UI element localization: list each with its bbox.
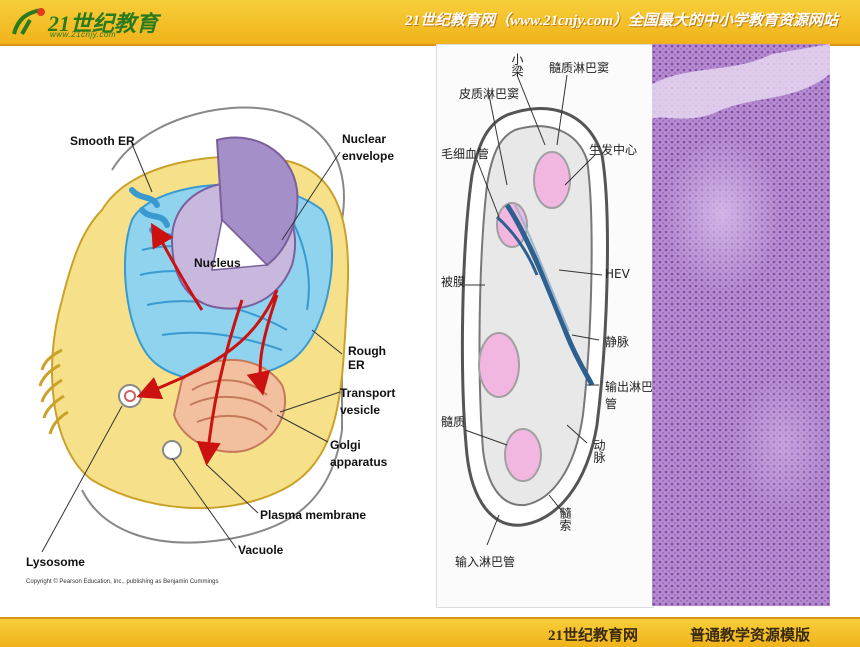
label-mao-xi-xue-guan: 毛细血管 — [441, 147, 490, 161]
label-plasma-membrane: Plasma membrane — [260, 508, 367, 522]
site-title: 21世纪教育网（www.21cnjy.com）全国最大的中小学教育资源网站 — [404, 13, 838, 29]
histology-micrograph — [652, 44, 832, 606]
label-transport-line1: Transport — [340, 386, 396, 400]
label-golgi-line2: apparatus — [330, 455, 388, 469]
label-sui-lin-ba-dou: 髓质淋巴窦 — [549, 61, 610, 75]
histology-image — [652, 44, 832, 606]
label-transport-line2: vesicle — [340, 403, 381, 417]
label-nuclear-envelope-line2: envelope — [342, 149, 395, 163]
label-nucleus: Nucleus — [194, 256, 241, 270]
label-shu-chu: 输出淋巴管 — [605, 380, 654, 411]
label-shu-ru: 输入淋巴管 — [455, 555, 516, 569]
label-sui-zhi: 髓质 — [441, 415, 466, 429]
lymph-node-diagram: 小梁 髓质淋巴窦 皮质淋巴窦 毛细血管 生发中心 被膜 HEV 静脉 输出淋巴管… — [436, 44, 654, 608]
label-pi-lin-ba-dou: 皮质淋巴窦 — [459, 87, 520, 101]
label-smooth-er: Smooth ER — [70, 134, 135, 148]
logo-url: www.21cnjy.com — [50, 30, 116, 39]
label-bei-mo: 被膜 — [441, 275, 466, 289]
label-jing-mai: 静脉 — [605, 335, 630, 349]
cell-illustration — [38, 106, 350, 553]
label-dong-mai: 动脉 — [592, 439, 606, 463]
cell-diagram: Smooth ER Nuclear envelope Nucleus Rough… — [22, 100, 402, 595]
site-logo[interactable]: 21世纪教育 www.21cnjy.com — [8, 4, 188, 40]
label-hev: HEV — [605, 267, 630, 281]
header-bar: 21世纪教育 www.21cnjy.com 21世纪教育网（www.21cnjy… — [0, 0, 860, 46]
label-xiaoliang: 小梁 — [510, 53, 524, 77]
label-sheng-fa-zhong-xin: 生发中心 — [589, 143, 638, 157]
footer-bar: 21世纪教育网 普通教学资源模版 — [0, 617, 860, 647]
label-rough-er: Rough ER — [348, 344, 386, 372]
lymph-node-illustration — [460, 74, 609, 546]
label-nuclear-envelope-line1: Nuclear — [342, 132, 387, 146]
label-vacuole: Vacuole — [238, 543, 284, 557]
footer-left-text: 21世纪教育网 — [548, 628, 639, 644]
logo-text: 21世纪教育 — [48, 11, 159, 36]
footer-right-text: 普通教学资源模版 — [690, 628, 811, 644]
copyright-text: Copyright © Pearson Education, Inc., pub… — [26, 579, 219, 585]
label-lysosome: Lysosome — [26, 555, 85, 569]
label-golgi-line1: Golgi — [330, 438, 361, 452]
logo-icon — [12, 8, 45, 35]
label-sui-suo: 髓索 — [558, 507, 572, 531]
